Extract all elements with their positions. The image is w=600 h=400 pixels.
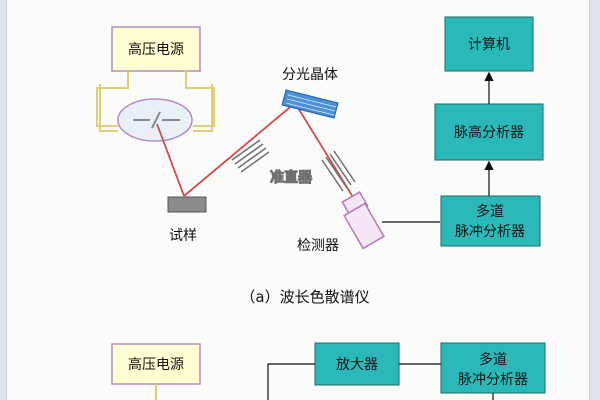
detector-label: 检测器 <box>297 238 339 254</box>
sample: 试样 <box>167 196 207 244</box>
hv-wires-top <box>96 71 215 132</box>
hv-source-label-top: 高压电源 <box>128 41 184 58</box>
hv-source-box-top: 高压电源 <box>111 26 201 72</box>
computer-label: 计算机 <box>468 37 510 53</box>
tube-anode <box>151 111 161 129</box>
hv-source-label-bottom: 高压电源 <box>128 356 184 373</box>
pulse-height-analyzer-label: 脉高分析器 <box>454 124 524 141</box>
collimator-label: 准直器 <box>270 169 312 186</box>
caption-a: （a）波长色散谱仪 <box>240 288 369 306</box>
pulse-height-analyzer-box: 脉高分析器 <box>434 103 544 161</box>
bottom-connections <box>267 363 494 400</box>
multichannel-analyzer-box-bottom: 多道 脉冲分析器 <box>440 342 546 394</box>
beam-sample-to-crystal <box>183 102 296 197</box>
collimator-1 <box>231 139 270 173</box>
multichannel-label-line1-top: 多道 <box>476 203 504 220</box>
xray-tube <box>117 98 193 142</box>
sample-label: 试样 <box>169 228 197 244</box>
multichannel-analyzer-box-top: 多道 脉冲分析器 <box>440 195 541 247</box>
amplifier-box: 放大器 <box>314 342 400 386</box>
window-frame-right <box>589 0 600 400</box>
multichannel-label-line2-bottom: 脉冲分析器 <box>458 372 528 388</box>
crystal-label: 分光晶体 <box>282 67 338 83</box>
amplifier-label: 放大器 <box>336 357 378 373</box>
detector: 检测器 <box>297 191 385 254</box>
window-frame-left <box>0 0 7 400</box>
beam-tube-to-sample <box>156 123 185 197</box>
multichannel-label-line1-bottom: 多道 <box>479 351 507 368</box>
computer-box: 计算机 <box>444 16 534 72</box>
analyzing-crystal: 分光晶体 <box>281 67 339 119</box>
collimator-2: 准直器 <box>269 150 356 192</box>
hv-source-box-bottom: 高压电源 <box>111 343 201 385</box>
multichannel-label-line2-top: 脉冲分析器 <box>455 224 525 240</box>
